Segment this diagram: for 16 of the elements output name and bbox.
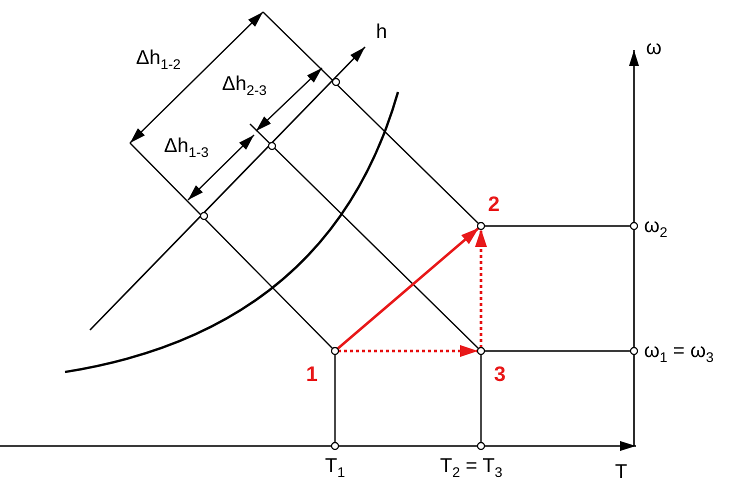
axis-value-label: ω$_{2}$ [644, 216, 668, 239]
axis-label: h [376, 22, 388, 42]
dimension-label: Δh$_{2-3}$ [222, 74, 267, 97]
state-point-number: 1 [306, 364, 318, 385]
axis-label: ω [646, 38, 662, 58]
axis-value-label: T$_{1}$ [325, 456, 346, 479]
process-arrow [338, 345, 478, 357]
process-arrow [336, 226, 480, 350]
dimension-label: Δh$_{1-3}$ [164, 136, 209, 159]
dimension-label: Δh$_{1-2}$ [136, 48, 181, 71]
state-point-number: 3 [494, 364, 506, 385]
process-arrow [475, 229, 487, 348]
axis-label: T [615, 462, 628, 482]
state-point-number: 2 [488, 194, 500, 215]
axis-value-label: ω$_{1}$ = ω$_{3}$ [644, 341, 714, 364]
axis-value-label: T$_{2}$ = T$_{3}$ [440, 456, 502, 479]
